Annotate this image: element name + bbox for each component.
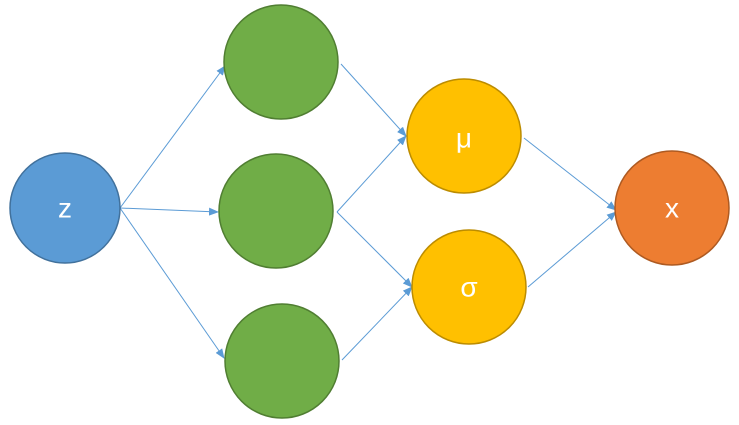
node-hidden-top-circle [223, 4, 339, 120]
node-x: x [614, 150, 730, 266]
edge-z-to-hidden-middle [119, 207, 219, 216]
node-sigma-label: σ [460, 272, 477, 303]
edges [119, 63, 617, 361]
edge-mu-to-x [523, 137, 617, 211]
node-sigma: σ [411, 229, 527, 345]
node-hidden-bottom [224, 303, 340, 419]
edge-hidden-middle-to-sigma [336, 211, 413, 288]
edge-hidden-bottom-to-sigma [341, 286, 413, 361]
edge-hidden-top-to-mu [340, 63, 407, 137]
node-z: z [9, 152, 121, 264]
edge-sigma-to-x [527, 211, 617, 288]
node-hidden-bottom-circle [224, 303, 340, 419]
edge-z-to-hidden-bottom [119, 207, 225, 359]
edge-z-to-hidden-top [119, 65, 226, 209]
node-hidden-top [223, 4, 339, 120]
node-sigma-circle [411, 229, 527, 345]
node-x-label: x [665, 193, 679, 224]
node-hidden-middle [218, 153, 334, 269]
node-mu-circle [406, 78, 522, 194]
node-hidden-middle-circle [218, 153, 334, 269]
node-z-circle [9, 152, 121, 264]
node-x-circle [614, 150, 730, 266]
node-mu: μ [406, 78, 522, 194]
node-z-label: z [58, 193, 72, 224]
edge-hidden-middle-to-mu [336, 135, 407, 213]
node-mu-label: μ [456, 123, 472, 154]
